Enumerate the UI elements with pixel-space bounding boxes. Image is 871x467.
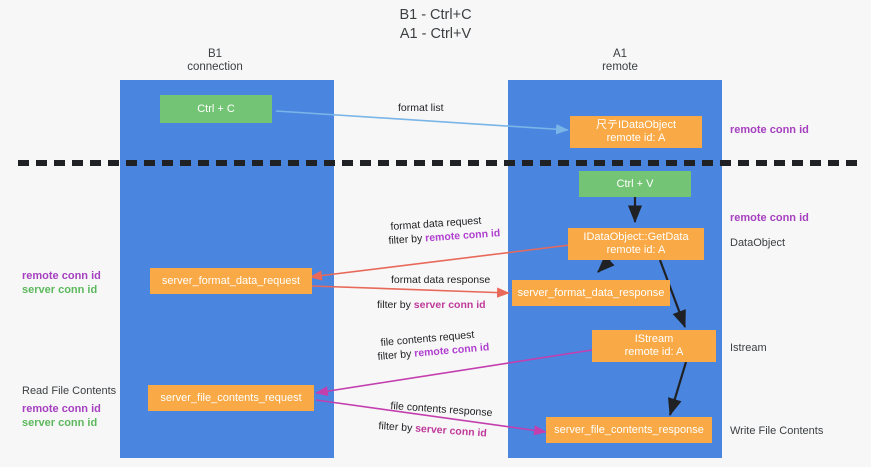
filter-prefix: filter by [377,347,415,363]
node-server-file-contents-request-label: server_file_contents_request [160,391,302,404]
node-server-file-contents-request[interactable]: server_file_contents_request [148,385,314,411]
node-istream-label: IStream remote id: A [624,333,684,358]
node-server-format-data-response[interactable]: server_format_data_response [512,280,670,306]
node-istream[interactable]: IStream remote id: A [592,330,716,362]
node-ctrl-v[interactable]: Ctrl + V [579,171,691,197]
node-server-file-contents-response[interactable]: server_file_contents_response [546,417,712,443]
filter-key-server-conn-id: server conn id [414,422,488,440]
node-server-file-contents-response-label: server_file_contents_response [554,423,704,436]
filter-prefix: filter by [377,299,414,311]
right-annotation-remote-conn-id-top: remote conn id [730,124,809,136]
left-annotation-read-file-contents: Read File Contents [22,385,117,397]
right-annotation-istream: Istream [730,342,767,354]
column-header-b1: B1 connection [187,48,243,73]
right-annotation-remote-conn-id-mid: remote conn id [730,212,809,224]
node-idataobject-getdata-label: IDataObject::GetData remote id: A [583,231,689,256]
node-idataobject-getdata[interactable]: IDataObject::GetData remote id: A [568,228,704,260]
edge-label-format-data-response: format data response [391,274,491,286]
node-ctrl-c[interactable]: Ctrl + C [160,95,272,123]
node-server-format-data-response-label: server_format_data_response [517,286,665,299]
left-annotation-server-conn-id: server conn id [22,284,98,296]
right-annotation-dataobject: DataObject [730,237,786,249]
column-header-a1: A1 remote [602,48,638,73]
filter-prefix: filter by [388,232,426,247]
right-annotation-write-file-contents: Write File Contents [730,425,824,437]
left-annotation-remote-conn-id: remote conn id [22,270,101,282]
node-idataobject[interactable]: 尺テIDataObject remote id: A [570,116,702,148]
node-idataobject-label: 尺テIDataObject remote id: A [595,119,677,144]
filter-key-remote-conn-id: remote conn id [424,227,501,245]
edge-label-format-data-response-filter: filter by server conn id [377,298,486,312]
edge-label-format-list: format list [398,102,444,114]
filter-key-server-conn-id: server conn id [413,299,486,311]
filter-prefix: filter by [378,419,416,435]
node-server-format-data-request[interactable]: server_format_data_request [150,268,312,294]
edge-label-file-contents-response: file contents response [390,399,493,420]
page-title: B1 - Ctrl+C A1 - Ctrl+V [399,7,472,42]
node-server-format-data-request-label: server_format_data_request [161,274,301,287]
edge-format-data-response [311,285,510,298]
left-annotation-remote-conn-id-2: remote conn id [22,403,101,415]
node-ctrl-v-label: Ctrl + V [616,177,654,190]
left-annotation-server-conn-id-2: server conn id [22,417,98,429]
node-ctrl-c-label: Ctrl + C [197,102,235,115]
edge-label-file-contents-response-filter: filter by server conn id [378,419,487,441]
